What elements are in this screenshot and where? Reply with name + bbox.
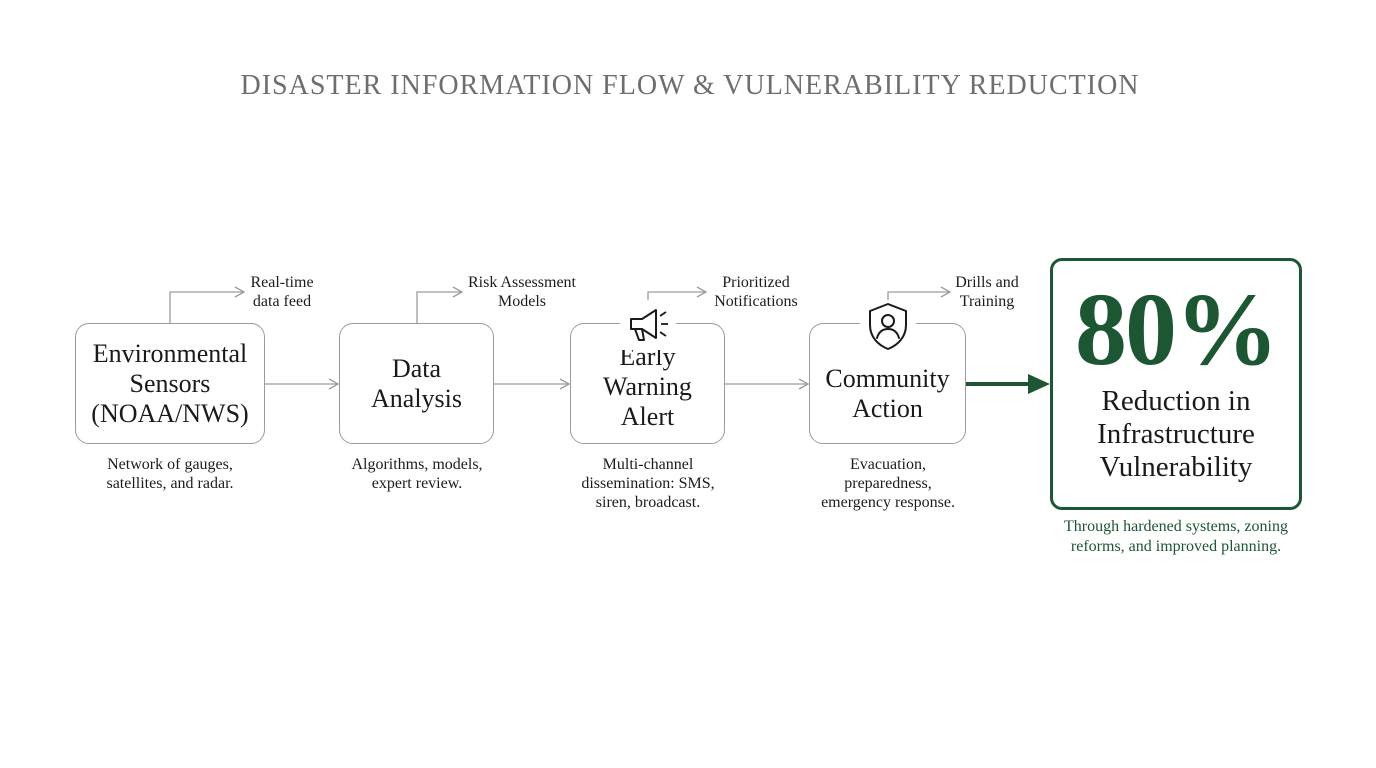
shield-person-icon [859, 302, 916, 350]
stage-description: Multi-channel dissemination: SMS, siren,… [581, 456, 715, 511]
stage-label: Community Action [825, 363, 950, 423]
flow-arrowhead-to-result [1028, 374, 1050, 394]
stage-box-environmental-sensors: Environmental Sensors (NOAA/NWS) [75, 323, 265, 444]
side-label: Real-time data feed [250, 274, 314, 310]
side-label: Prioritized Notifications [714, 274, 798, 310]
result-box: 80% Reduction in Infrastructure Vulnerab… [1050, 258, 1302, 510]
elbow-arrow-alert [647, 286, 708, 300]
stage-description: Evacuation, preparedness, emergency resp… [821, 456, 955, 511]
side-label: Drills and Training [955, 274, 1019, 310]
result-label: Reduction in Infrastructure Vulnerabilit… [1097, 385, 1255, 483]
page-title: DISASTER INFORMATION FLOW & VULNERABILIT… [240, 70, 1140, 101]
stage-label: Data Analysis [371, 353, 462, 413]
stage-box-data-analysis: Data Analysis [339, 323, 494, 444]
result-caption: Through hardened systems, zoning reforms… [1064, 518, 1288, 555]
megaphone-icon [619, 302, 676, 350]
stage-box-community-action: Community Action [809, 302, 966, 444]
stage-description: Algorithms, models, expert review. [351, 456, 483, 492]
stage-box-early-warning-alert: Early Warning Alert [570, 302, 725, 444]
side-label: Risk Assessment Models [467, 274, 576, 310]
stage-label: Early Warning Alert [603, 341, 692, 431]
stage-label: Environmental Sensors (NOAA/NWS) [91, 338, 249, 428]
stage-description: Network of gauges, satellites, and radar… [106, 456, 234, 492]
elbow-arrow-analysis [416, 286, 464, 323]
result-value: 80% [1075, 272, 1279, 387]
